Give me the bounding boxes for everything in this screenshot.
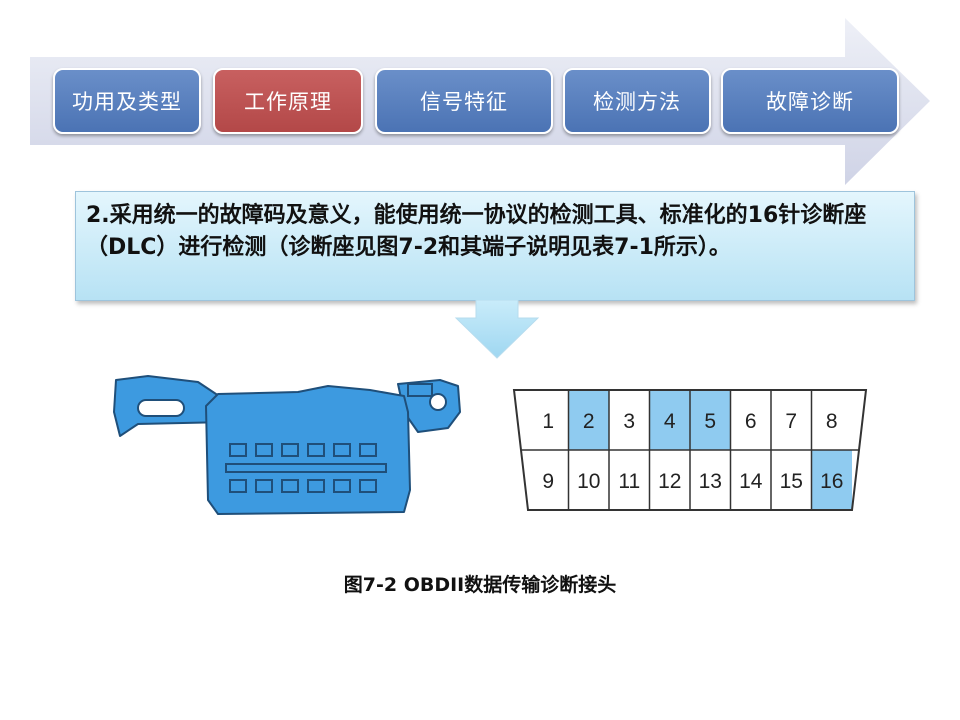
tab-detection-method[interactable]: 检测方法	[563, 68, 711, 134]
description-callout: 2.采用统一的故障码及意义，能使用统一协议的检测工具、标准化的16针诊断座（DL…	[75, 191, 915, 301]
tab-working-principle[interactable]: 工作原理	[213, 68, 363, 134]
pin-cell-7	[771, 390, 812, 450]
pin-cell-8	[811, 390, 852, 450]
pin-cell-6	[730, 390, 771, 450]
pin-label-8: 8	[826, 410, 838, 433]
pin-label-12: 12	[658, 470, 681, 493]
description-text: 2.采用统一的故障码及意义，能使用统一协议的检测工具、标准化的16针诊断座（DL…	[86, 203, 867, 260]
pin-label-14: 14	[739, 470, 763, 493]
pin-label-1: 1	[542, 410, 554, 433]
pin-label-4: 4	[664, 410, 676, 433]
pin-label-13: 13	[699, 470, 722, 493]
pin-label-16: 16	[820, 470, 843, 493]
pin-cell-12	[649, 450, 690, 510]
pin-label-10: 10	[577, 470, 600, 493]
pin-cell-11	[609, 450, 650, 510]
pin-label-2: 2	[583, 410, 595, 433]
pin-cell-4	[649, 390, 690, 450]
pin-cell-15	[771, 450, 812, 510]
pin-label-3: 3	[623, 410, 635, 433]
pin-cell-3	[609, 390, 650, 450]
pin-diagram-outline	[512, 389, 868, 511]
tab-function-type[interactable]: 功用及类型	[53, 68, 201, 134]
obd-connector-illustration	[113, 375, 461, 515]
pin-grid-lines	[521, 390, 859, 510]
tab-signal-features[interactable]: 信号特征	[375, 68, 553, 134]
pin-cell-5	[690, 390, 731, 450]
pin-cell-2	[568, 390, 609, 450]
tab-fault-diagnosis[interactable]: 故障诊断	[721, 68, 899, 134]
pin-label-6: 6	[745, 410, 757, 433]
down-arrow-icon	[454, 300, 540, 359]
pin-cell-13	[690, 450, 731, 510]
pin-cell-1	[528, 390, 569, 450]
pin-cell-14	[730, 450, 771, 510]
pin-cell-16	[811, 450, 852, 510]
pin-label-11: 11	[618, 470, 640, 493]
pin-cell-10	[568, 450, 609, 510]
pin-label-5: 5	[704, 410, 716, 433]
pin-label-9: 9	[542, 470, 554, 493]
pin-label-15: 15	[780, 470, 803, 493]
pin-cell-9	[528, 450, 569, 510]
figure-caption: 图7-2 OBDII数据传输诊断接头	[343, 574, 617, 596]
pin-label-7: 7	[785, 410, 797, 433]
